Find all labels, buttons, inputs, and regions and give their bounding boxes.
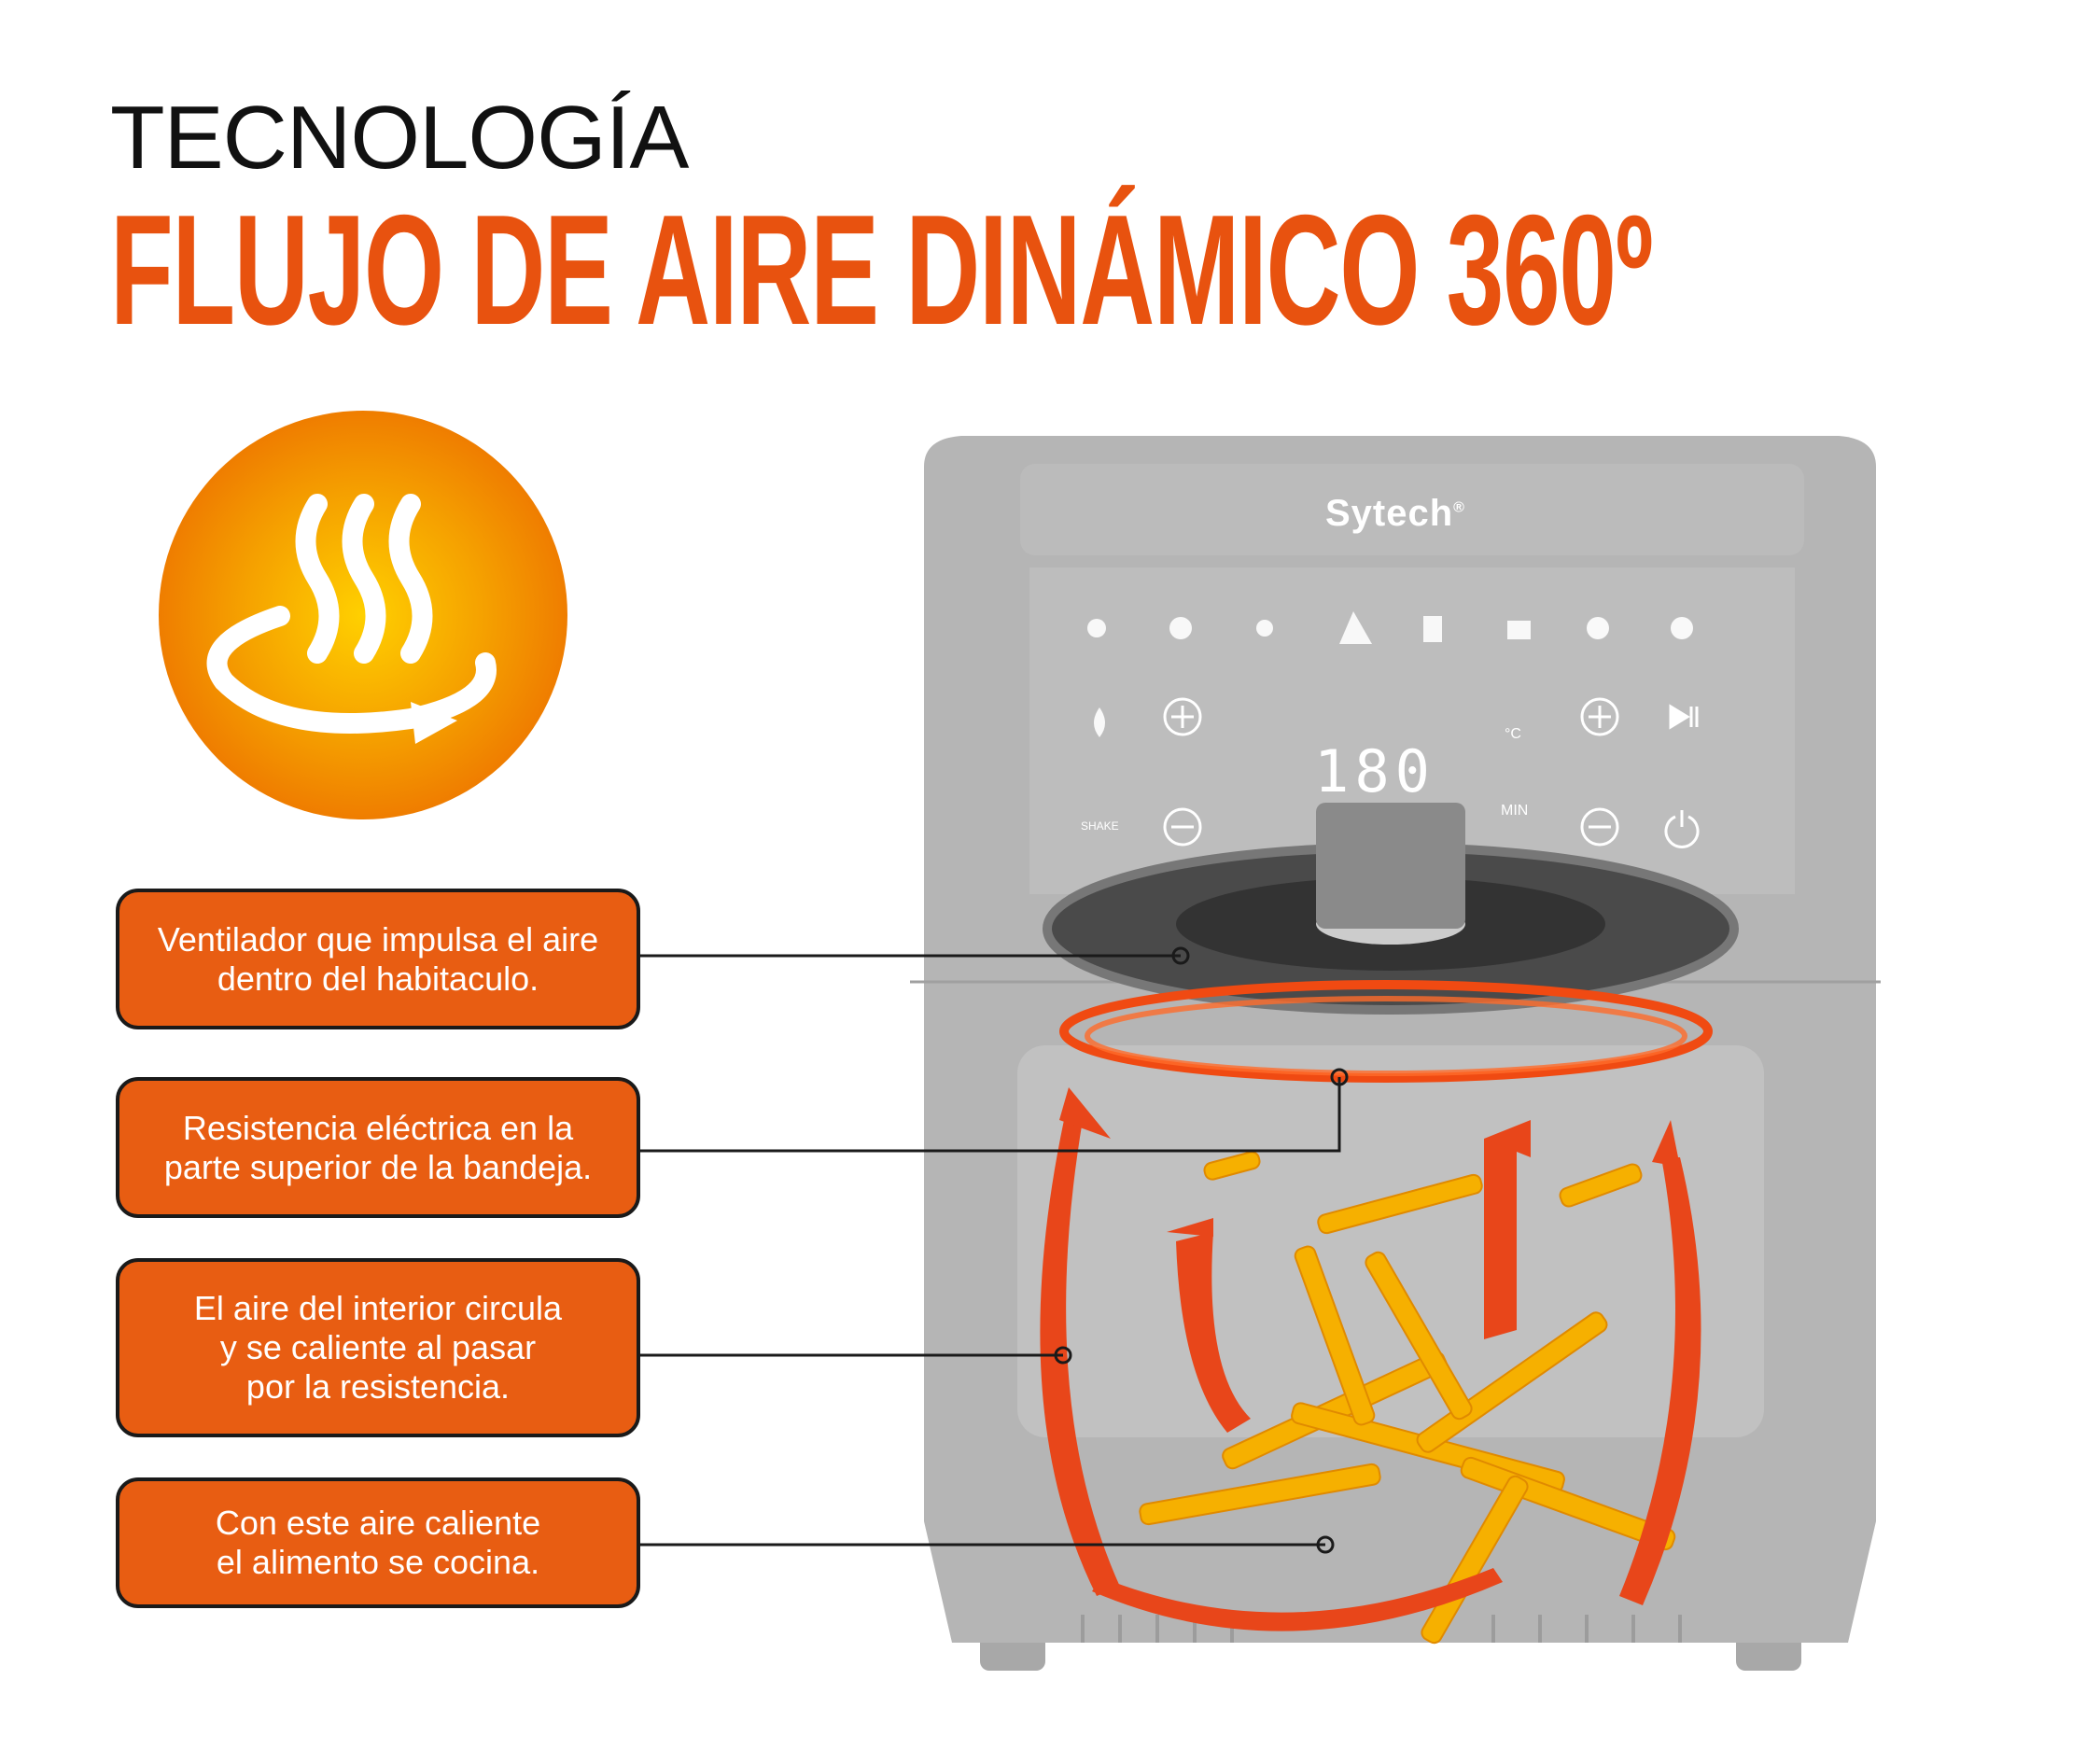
celsius-label: °C xyxy=(1505,726,1521,742)
min-label: MIN xyxy=(1501,803,1529,819)
air-fryer-image xyxy=(910,436,1881,1671)
headline-title: FLUJO DE AIRE DINÁMICO 360º xyxy=(110,182,1653,357)
hot-air-circle-icon xyxy=(159,411,567,819)
callout-fan: Ventilador que impulsa el aire dentro de… xyxy=(116,889,640,1029)
temperature-display: 180 xyxy=(1314,737,1435,805)
brand-logo: Sytech® xyxy=(1325,493,1465,535)
shake-label: SHAKE xyxy=(1081,819,1119,833)
control-buttons xyxy=(1163,697,1700,848)
callout-cooking: Con este aire caliente el alimento se co… xyxy=(116,1477,640,1608)
registered-mark: ® xyxy=(1453,499,1465,516)
kicker-title: TECNOLOGÍA xyxy=(110,88,689,188)
brand-name: Sytech xyxy=(1325,493,1454,534)
leader-lines xyxy=(640,946,1349,1554)
airflow-arrows-icon xyxy=(1040,1087,1701,1631)
callout-air-circulation: El aire del interior circula y se calien… xyxy=(116,1258,640,1437)
callout-heating-element: Resistencia eléctrica en la parte superi… xyxy=(116,1077,640,1218)
